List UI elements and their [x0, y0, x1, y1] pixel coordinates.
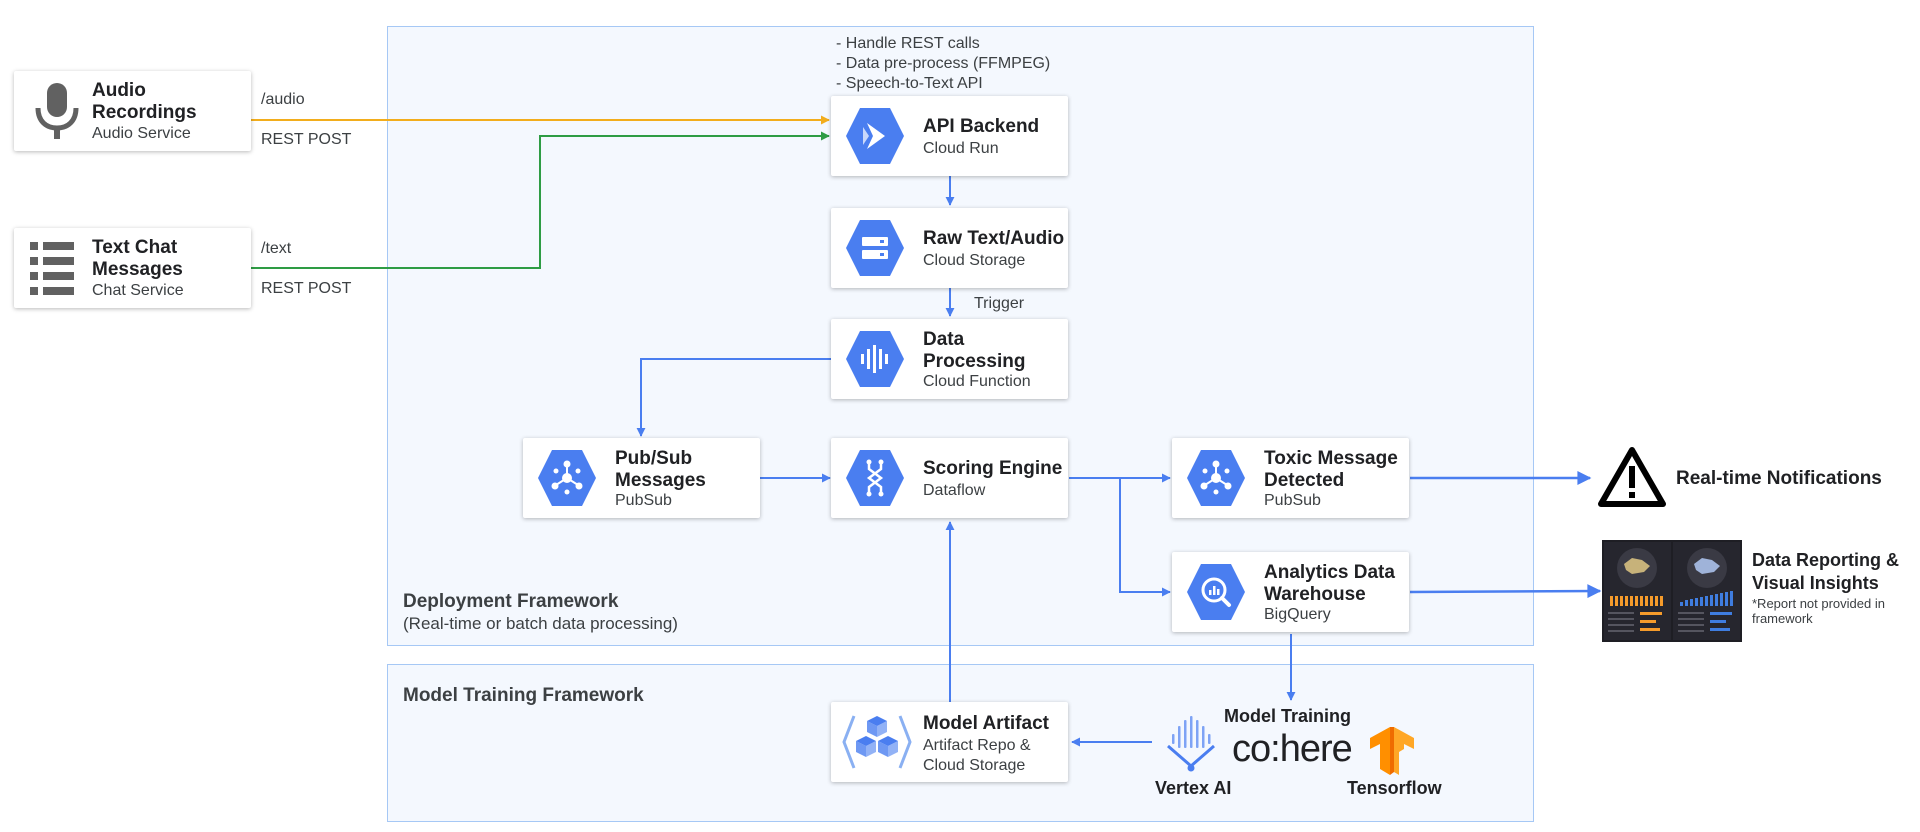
pubsub-messages-title-line1: Pub/Sub — [615, 448, 693, 469]
model-artifact-node[interactable]: Model Artifact Artifact Repo & Cloud Sto… — [831, 702, 1068, 782]
scoring-to-warehouse-connector — [1119, 478, 1171, 597]
artifact-registry-icon — [842, 715, 912, 769]
list-icon — [30, 242, 74, 295]
audio-service-label: Audio Service — [92, 125, 191, 142]
model-training-framework-title: Model Training Framework — [403, 685, 644, 706]
api-backend-sub: Cloud Run — [923, 140, 999, 157]
analytics-warehouse-sub: BigQuery — [1264, 606, 1331, 623]
reporting-title-line2: Visual Insights — [1752, 573, 1879, 593]
reporting-title-line1: Data Reporting & — [1752, 550, 1900, 570]
reporting-note-line1: *Report not provided in — [1752, 596, 1885, 611]
deployment-framework-title: Deployment Framework — [403, 591, 619, 612]
cohere-logo: co:here — [1232, 728, 1353, 770]
audio-method-label: REST POST — [261, 131, 352, 148]
bigquery-icon — [1187, 564, 1245, 620]
model-artifact-title: Model Artifact — [923, 713, 1049, 734]
analytics-warehouse-title-line1: Analytics Data — [1264, 562, 1395, 583]
audio-recordings-node[interactable]: Audio Recordings Audio Service — [14, 71, 251, 151]
reporting-note-line2: framework — [1752, 611, 1813, 626]
text-to-api-connector — [251, 131, 830, 269]
toxic-message-sub: PubSub — [1264, 492, 1321, 509]
warning-icon — [1598, 447, 1666, 507]
text-title-line1: Text Chat — [92, 237, 178, 258]
raw-storage-node[interactable]: Raw Text/Audio Cloud Storage — [831, 208, 1068, 288]
pubsub-icon — [1187, 450, 1245, 506]
processing-to-pubsub-connector — [636, 358, 831, 437]
raw-storage-sub: Cloud Storage — [923, 252, 1026, 269]
scoring-engine-title: Scoring Engine — [923, 458, 1063, 479]
pubsub-messages-sub: PubSub — [615, 492, 672, 509]
api-backend-node[interactable]: API Backend Cloud Run — [831, 96, 1068, 176]
data-processing-node[interactable]: Data Processing Cloud Function — [831, 319, 1068, 399]
cloud-storage-icon — [846, 220, 904, 276]
toxic-message-node[interactable]: Toxic Message Detected PubSub — [1172, 438, 1409, 518]
text-service-label: Chat Service — [92, 282, 184, 299]
audio-title-line2: Recordings — [92, 102, 197, 123]
cloud-run-icon — [846, 108, 904, 164]
text-method-label: REST POST — [261, 280, 352, 297]
vertex-ai-icon — [1167, 716, 1215, 772]
dataflow-icon — [846, 450, 904, 506]
text-route-label: /text — [261, 240, 292, 257]
realtime-notifications-label: Real-time Notifications — [1676, 468, 1882, 489]
deployment-framework-subtitle: (Real-time or batch data processing) — [403, 614, 678, 633]
warehouse-to-reporting-connector — [1409, 584, 1602, 599]
api-backend-title: API Backend — [923, 116, 1040, 137]
data-processing-title-line1: Data — [923, 329, 965, 350]
analytics-warehouse-title-line2: Warehouse — [1264, 584, 1366, 605]
tensorflow-label: Tensorflow — [1347, 778, 1442, 798]
pubsub-messages-title-line2: Messages — [615, 470, 706, 491]
pubsub-messages-node[interactable]: Pub/Sub Messages PubSub — [523, 438, 760, 518]
audio-title-line1: Audio — [92, 80, 146, 101]
vertex-ai-label: Vertex AI — [1155, 778, 1232, 798]
microphone-icon — [35, 83, 79, 139]
model-artifact-sub-line1: Artifact Repo & — [923, 737, 1031, 754]
raw-storage-title: Raw Text/Audio — [923, 228, 1065, 249]
note-item: - Data pre-process (FFMPEG) — [836, 55, 1051, 72]
dashboard-thumbnail — [1602, 540, 1742, 642]
cloud-function-icon — [846, 331, 904, 387]
data-processing-title-line2: Processing — [923, 351, 1026, 372]
scoring-engine-sub: Dataflow — [923, 482, 986, 499]
pubsub-icon — [538, 450, 596, 506]
toxic-message-title-line2: Detected — [1264, 470, 1345, 491]
model-artifact-sub-line2: Cloud Storage — [923, 757, 1026, 774]
scoring-engine-node[interactable]: Scoring Engine Dataflow — [831, 438, 1068, 518]
data-processing-sub: Cloud Function — [923, 373, 1031, 390]
model-training-title: Model Training — [1224, 706, 1352, 726]
note-item: - Speech-to-Text API — [836, 75, 983, 92]
text-chat-node[interactable]: Text Chat Messages Chat Service — [14, 228, 251, 308]
trigger-label: Trigger — [974, 295, 1025, 312]
audio-route-label: /audio — [261, 91, 305, 108]
api-backend-notes: - Handle REST calls - Data pre-process (… — [836, 34, 1050, 94]
tensorflow-icon — [1370, 727, 1414, 775]
note-item: - Handle REST calls — [836, 35, 980, 52]
analytics-warehouse-node[interactable]: Analytics Data Warehouse BigQuery — [1172, 552, 1409, 632]
toxic-message-title-line1: Toxic Message — [1264, 448, 1398, 469]
text-title-line2: Messages — [92, 259, 183, 280]
